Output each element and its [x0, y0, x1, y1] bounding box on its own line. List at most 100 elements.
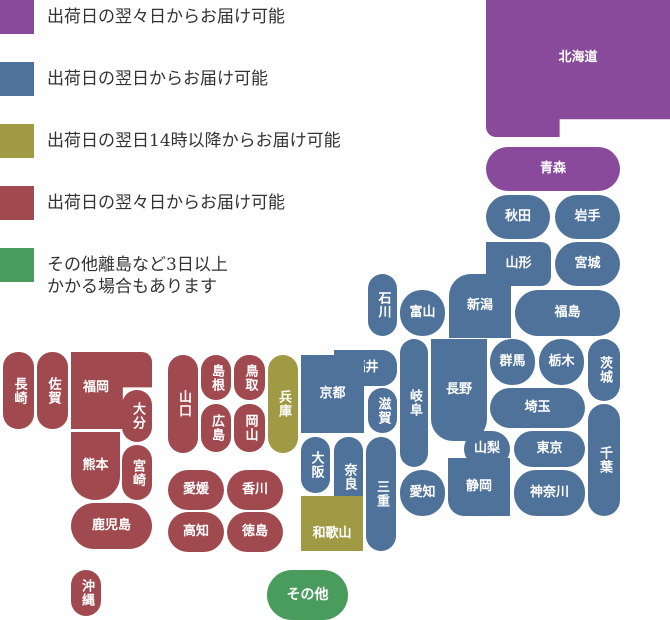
legend-item-olive: 出荷日の翌日14時以降からお届け可能 — [0, 124, 341, 158]
pref-iwate[interactable]: 岩手 — [555, 195, 620, 239]
pref-kochi[interactable]: 高知 — [168, 512, 224, 552]
pref-label: 三重 — [374, 480, 389, 508]
pref-tochigi[interactable]: 栃木 — [539, 339, 584, 385]
pref-label: 高知 — [182, 524, 209, 539]
legend-item-red: 出荷日の翌々日からお届け可能 — [0, 186, 285, 220]
pref-label: 愛媛 — [182, 482, 209, 497]
pref-hyogo[interactable]: 兵庫 — [268, 355, 298, 453]
pref-label: 石川 — [375, 291, 391, 319]
pref-okinawa[interactable]: 沖縄 — [71, 570, 101, 616]
pref-saga[interactable]: 佐賀 — [37, 352, 68, 429]
pref-nagano[interactable]: 長野 — [431, 339, 487, 441]
pref-aomori[interactable]: 青森 — [486, 147, 620, 191]
pref-aichi[interactable]: 愛知 — [400, 470, 445, 516]
pref-label: 鳥取 — [242, 363, 258, 392]
pref-label: 埼玉 — [524, 400, 551, 415]
pref-shiga[interactable]: 滋賀 — [368, 388, 397, 433]
pref-label: 山形 — [505, 256, 532, 271]
pref-label: 和歌山 — [312, 525, 352, 541]
pref-gifu[interactable]: 岐阜 — [400, 339, 428, 467]
pref-wakayama[interactable]: 和歌山 — [301, 496, 363, 551]
pref-label: 山口 — [176, 390, 191, 418]
pref-label: 岩手 — [574, 209, 601, 224]
pref-label: 愛知 — [409, 485, 436, 500]
pref-okayama[interactable]: 岡山 — [234, 404, 265, 452]
pref-fukushima[interactable]: 福島 — [515, 290, 620, 336]
pref-label: 京都 — [319, 386, 346, 401]
pref-shizuoka[interactable]: 静岡 — [448, 458, 510, 516]
pref-ehime[interactable]: 愛媛 — [168, 470, 224, 510]
pref-label: 広島 — [209, 414, 224, 442]
pref-label: 栃木 — [548, 354, 575, 369]
legend-swatch-green — [0, 248, 34, 282]
pref-label: 大分 — [130, 402, 145, 430]
pref-label: 長崎 — [11, 376, 27, 405]
legend-label: その他離島など3日以上 かかる場合もあります — [47, 255, 228, 297]
pref-niigata[interactable]: 新潟 — [449, 274, 511, 338]
pref-hiroshima[interactable]: 広島 — [201, 404, 231, 452]
pref-nagasaki[interactable]: 長崎 — [3, 352, 34, 429]
legend-swatch-blue — [0, 62, 34, 96]
pref-yamagata[interactable]: 山形 — [486, 242, 551, 286]
pref-label: 北海道 — [558, 50, 598, 65]
pref-label: 徳島 — [241, 524, 268, 539]
legend-item-purple: 出荷日の翌々日からお届け可能 — [0, 0, 285, 34]
pref-tottori[interactable]: 鳥取 — [234, 355, 265, 400]
pref-kyoto[interactable]: 京都 — [301, 355, 364, 433]
pref-kagoshima[interactable]: 鹿児島 — [71, 503, 152, 549]
pref-label: 東京 — [536, 441, 563, 456]
pref-other[interactable]: その他 — [267, 570, 348, 620]
pref-ishikawa[interactable]: 石川 — [368, 274, 397, 336]
pref-label: 群馬 — [499, 354, 526, 369]
pref-hokkaido[interactable]: 北海道 — [486, 0, 670, 137]
pref-toyama[interactable]: 富山 — [400, 290, 445, 336]
pref-chiba[interactable]: 千葉 — [588, 404, 620, 516]
pref-gunma[interactable]: 群馬 — [490, 339, 535, 385]
pref-label: 滋賀 — [375, 396, 391, 425]
pref-miyagi[interactable]: 宮城 — [555, 242, 620, 286]
pref-label: 青森 — [539, 161, 566, 176]
legend-item-green: その他離島など3日以上 かかる場合もあります — [0, 248, 228, 298]
legend-label: 出荷日の翌々日からお届け可能 — [47, 7, 285, 27]
pref-label: 千葉 — [597, 446, 612, 474]
pref-label: 岡山 — [242, 414, 258, 442]
pref-label: 奈良 — [341, 463, 357, 491]
pref-kumamoto[interactable]: 熊本 — [71, 432, 120, 500]
pref-label: 沖縄 — [79, 579, 94, 607]
pref-label: 静岡 — [465, 479, 492, 494]
pref-label: 宮崎 — [130, 458, 145, 487]
pref-label: 秋田 — [504, 209, 531, 224]
pref-tokushima[interactable]: 徳島 — [227, 512, 283, 552]
pref-label: 長野 — [445, 382, 472, 397]
pref-shimane[interactable]: 島根 — [201, 355, 231, 400]
pref-label: その他 — [286, 587, 329, 603]
legend-item-blue: 出荷日の翌日からお届け可能 — [0, 62, 268, 96]
legend-label: 出荷日の翌日14時以降からお届け可能 — [47, 131, 341, 151]
pref-label: 大阪 — [308, 451, 324, 479]
pref-label: 新潟 — [466, 298, 493, 313]
pref-label: 宮城 — [574, 256, 601, 271]
legend-swatch-olive — [0, 124, 34, 158]
pref-saitama[interactable]: 埼玉 — [490, 388, 585, 428]
legend-swatch-red — [0, 186, 34, 220]
pref-label: 島根 — [209, 363, 224, 392]
pref-label: 鹿児島 — [91, 518, 131, 533]
pref-label: 茨城 — [597, 356, 612, 384]
legend-label: 出荷日の翌日からお届け可能 — [47, 69, 268, 89]
pref-yamaguchi[interactable]: 山口 — [168, 355, 198, 453]
pref-tokyo[interactable]: 東京 — [514, 431, 585, 467]
pref-label: 富山 — [409, 305, 436, 320]
pref-kanagawa[interactable]: 神奈川 — [514, 470, 585, 516]
pref-label: 山梨 — [473, 441, 500, 456]
pref-label: 兵庫 — [276, 390, 291, 418]
pref-miyazaki[interactable]: 宮崎 — [122, 445, 152, 500]
pref-akita[interactable]: 秋田 — [486, 195, 550, 239]
pref-label: 福岡 — [83, 380, 110, 395]
pref-oita[interactable]: 大分 — [122, 390, 152, 442]
pref-mie[interactable]: 三重 — [366, 437, 396, 551]
pref-ibaraki[interactable]: 茨城 — [588, 339, 620, 401]
pref-label: 岐阜 — [407, 389, 422, 417]
pref-osaka[interactable]: 大阪 — [301, 437, 330, 493]
pref-kagawa[interactable]: 香川 — [227, 470, 283, 510]
